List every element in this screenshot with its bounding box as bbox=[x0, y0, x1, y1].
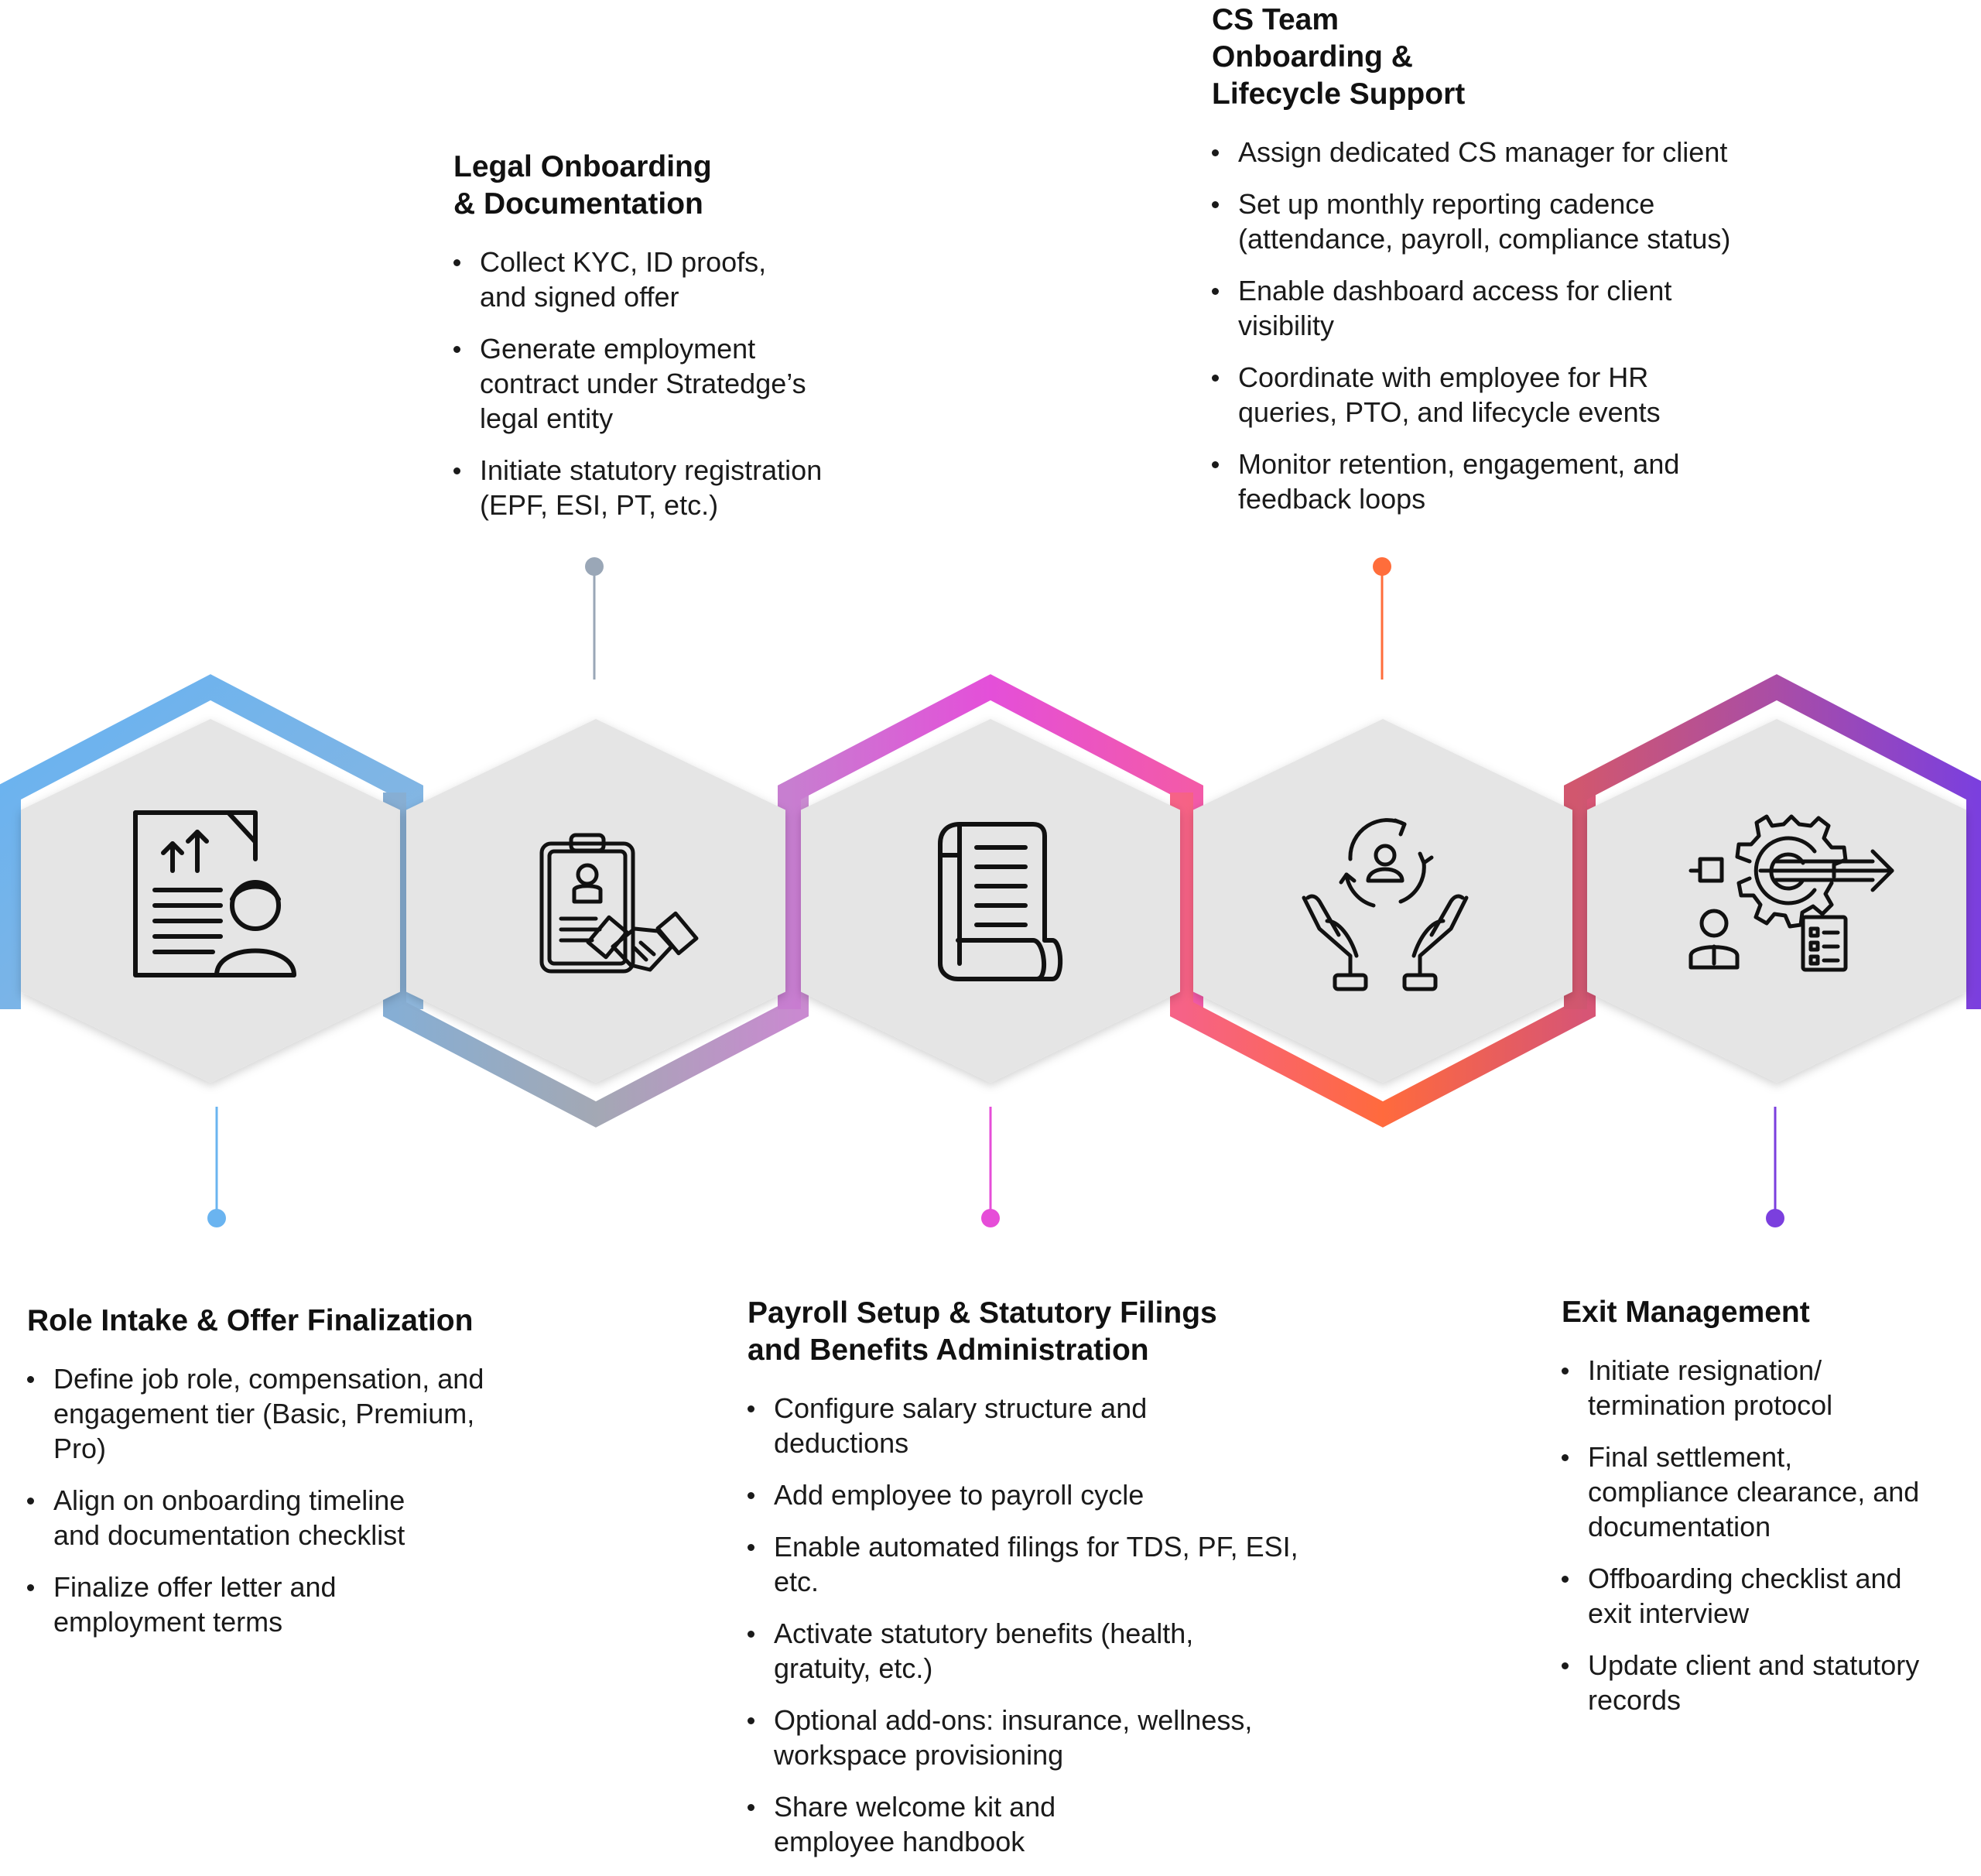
step-4-bullet-2: Set up monthly reporting cadence (attend… bbox=[1212, 187, 1815, 256]
step-5-hex-outline bbox=[1564, 674, 1981, 1009]
step-5-connector-dot bbox=[1766, 1209, 1784, 1227]
document-upload-person-icon bbox=[133, 810, 296, 977]
step-2-bullet-2: Generate employment contract under Strat… bbox=[453, 331, 918, 436]
step-4-bullet-1: Assign dedicated CS manager for client bbox=[1212, 135, 1815, 169]
step-4-block: CS Team Onboarding & Lifecycle Support A… bbox=[1212, 2, 1815, 533]
step-1-bullet-3: Finalize offer letter and employment ter… bbox=[27, 1570, 553, 1639]
step-5-bullet-3: Offboarding checklist and exit interview bbox=[1562, 1561, 1972, 1631]
step-4-hex bbox=[1193, 719, 1572, 1083]
step-4-bullet-5: Monitor retention, engagement, and feedb… bbox=[1212, 447, 1815, 516]
step-5-block: Exit Management Initiate resignation/ te… bbox=[1562, 1294, 1972, 1734]
hands-cycle-person-icon bbox=[1302, 818, 1469, 991]
step-5-title: Exit Management bbox=[1562, 1296, 1810, 1329]
step-1-block: Role Intake & Offer Finalization Define … bbox=[27, 1303, 553, 1656]
step-3-bullet-4: Activate statutory benefits (health, gra… bbox=[748, 1616, 1336, 1686]
step-4-bullets: Assign dedicated CS manager for client S… bbox=[1212, 135, 1815, 516]
step-2-block: Legal Onboarding & Documentation Collect… bbox=[453, 149, 918, 539]
step-5-bullet-2: Final settlement, compliance clearance, … bbox=[1562, 1440, 1972, 1544]
step-2-connector-dot bbox=[585, 557, 604, 576]
step-3-block: Payroll Setup & Statutory Filings and Be… bbox=[748, 1295, 1336, 1876]
step-1-connector-dot bbox=[207, 1209, 226, 1227]
step-1-bullet-2: Align on onboarding timeline and documen… bbox=[27, 1483, 553, 1552]
step-2-bullet-1: Collect KYC, ID proofs, and signed offer bbox=[453, 245, 918, 314]
document-scroll-icon bbox=[938, 822, 1063, 981]
step-3-bullet-2: Add employee to payroll cycle bbox=[748, 1477, 1336, 1512]
step-4-bullet-3: Enable dashboard access for client visib… bbox=[1212, 273, 1815, 343]
step-3-bullets: Configure salary structure and deduction… bbox=[748, 1391, 1336, 1859]
step-3-bullet-5: Optional add-ons: insurance, wellness, w… bbox=[748, 1703, 1336, 1772]
clipboard-handshake-icon bbox=[539, 833, 699, 974]
step-1-hex bbox=[21, 719, 400, 1083]
step-3-title: Payroll Setup & Statutory Filings and Be… bbox=[748, 1296, 1217, 1367]
step-3-connector-dot bbox=[981, 1209, 1000, 1227]
step-3-bullet-1: Configure salary structure and deduction… bbox=[748, 1391, 1336, 1460]
step-4-connector-dot bbox=[1373, 557, 1391, 576]
step-3-bullet-3: Enable automated filings for TDS, PF, ES… bbox=[748, 1529, 1336, 1599]
step-2-title: Legal Onboarding & Documentation bbox=[453, 150, 712, 221]
step-1-bullets: Define job role, compensation, and engag… bbox=[27, 1361, 553, 1639]
step-2-bullet-3: Initiate statutory registration (EPF, ES… bbox=[453, 453, 918, 522]
step-1-title: Role Intake & Offer Finalization bbox=[27, 1304, 474, 1337]
step-4-title: CS Team Onboarding & Lifecycle Support bbox=[1212, 3, 1466, 111]
step-3-bullet-6: Share welcome kit and employee handbook bbox=[748, 1789, 1336, 1859]
step-5-bullet-1: Initiate resignation/ termination protoc… bbox=[1562, 1353, 1972, 1422]
step-1-bullet-1: Define job role, compensation, and engag… bbox=[27, 1361, 553, 1466]
step-3-hex bbox=[801, 719, 1180, 1083]
step-5-bullets: Initiate resignation/ termination protoc… bbox=[1562, 1353, 1972, 1717]
step-4-bullet-4: Coordinate with employee for HR queries,… bbox=[1212, 360, 1815, 430]
step-5-bullet-4: Update client and statutory records bbox=[1562, 1648, 1972, 1717]
gear-exit-checklist-icon bbox=[1688, 814, 1894, 972]
step-2-bullets: Collect KYC, ID proofs, and signed offer… bbox=[453, 245, 918, 522]
